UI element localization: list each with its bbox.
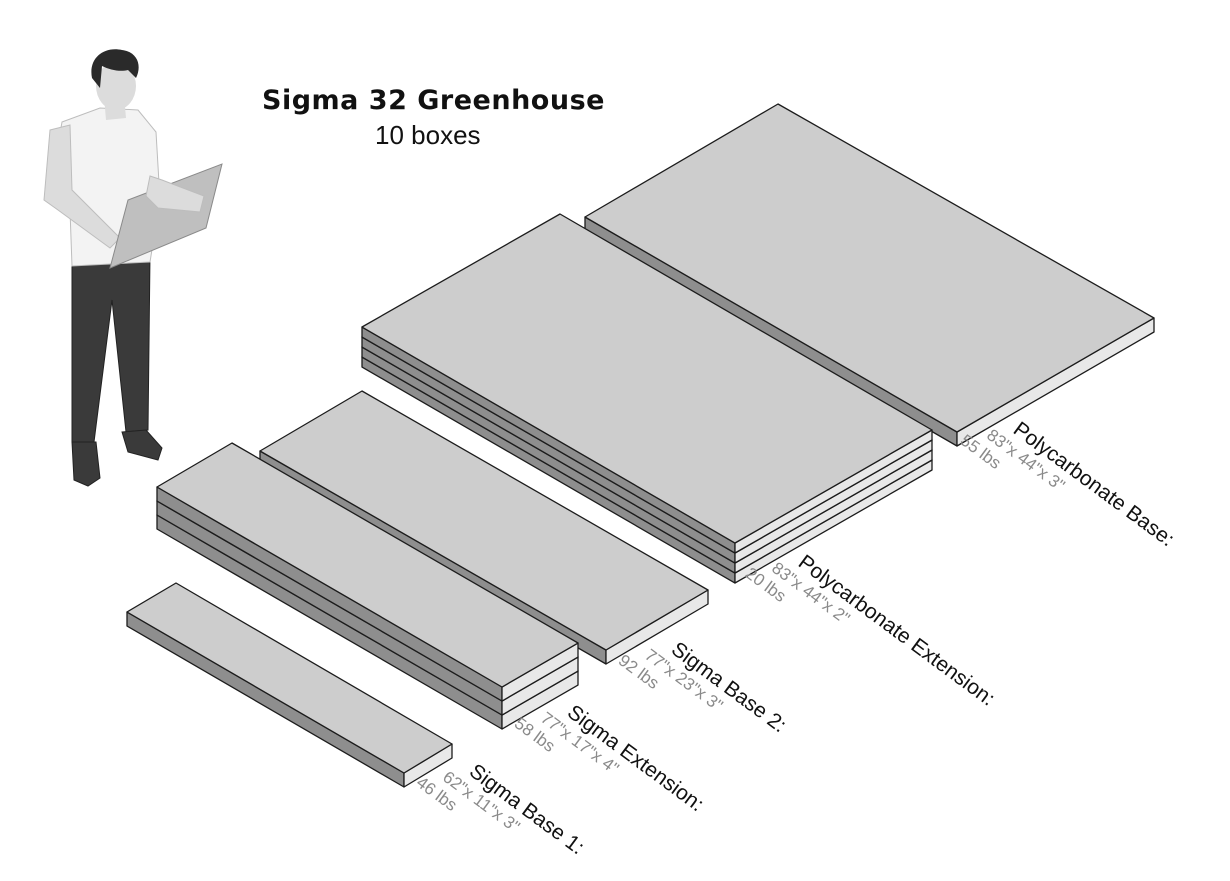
person-with-laptop-figure (43, 49, 223, 487)
label-name: Polycarbonate Extension: (794, 551, 999, 711)
title-block: Sigma 32 Greenhouse 10 boxes (262, 84, 622, 152)
box-top-face (259, 390, 709, 651)
box-top-face (584, 103, 1155, 433)
page-subtitle: 10 boxes (375, 120, 481, 150)
box-top-face (156, 442, 579, 688)
box-stack-sigma-extension (156, 442, 579, 730)
box-stack-polycarbonate-base (584, 103, 1155, 447)
box-stack-sigma-base-1 (126, 582, 453, 788)
page-title: Sigma 32 Greenhouse (262, 85, 605, 116)
box-top-face (361, 213, 933, 544)
box-top-face (126, 582, 453, 774)
label-name: Polycarbonate Base: (1009, 418, 1178, 552)
label-polycarbonate-extension: Polycarbonate Extension: 83"x 44"x 2" 20… (742, 551, 999, 711)
box-stack-polycarbonate-extension (361, 213, 933, 584)
boxes-layer (126, 103, 1155, 788)
